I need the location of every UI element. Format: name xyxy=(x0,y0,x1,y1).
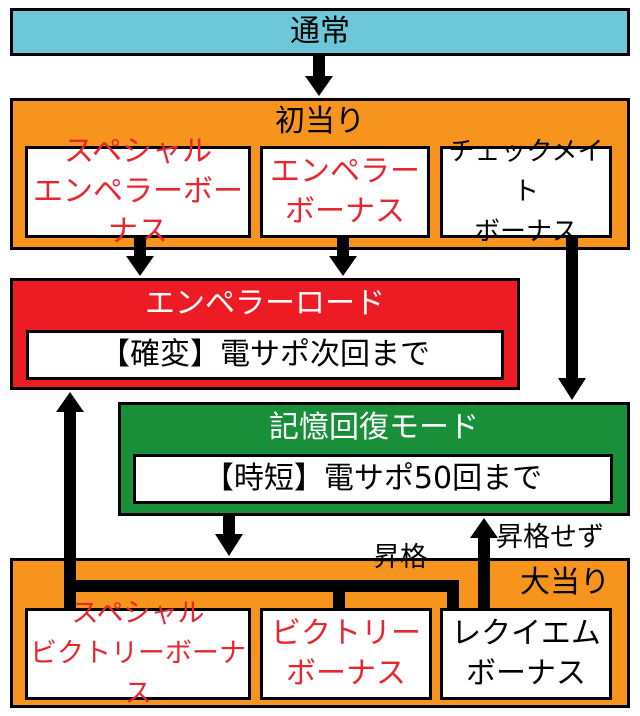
first-hit-label: 初当り xyxy=(275,104,365,139)
arrowhead-emperor-to-road xyxy=(329,256,357,276)
memory-mode-detail: 【時短】電サポ50回まで xyxy=(203,461,543,496)
big-hit-item-requiem xyxy=(440,608,612,700)
emperor-road-label: エンペラーロード xyxy=(145,286,385,321)
arrow-special-emperor-to-road xyxy=(134,238,146,258)
big-hit-item-line: ビクトリーボーナス xyxy=(30,638,246,709)
big-hit-label: 大当り xyxy=(520,565,610,600)
arrowhead-checkmate-to-memory xyxy=(558,378,586,400)
promote-line-requiem xyxy=(447,580,459,608)
big-hit-item-special-victory xyxy=(25,608,251,700)
emperor-road-detail-box xyxy=(26,330,504,380)
first-hit-item-line: ボーナス xyxy=(473,217,578,247)
first-hit-item-emperor-text: エンペラー ボーナス xyxy=(260,146,430,238)
big-hit-item-line: スペシャル xyxy=(71,598,205,629)
first-hit-item-emperor xyxy=(260,146,430,238)
arrowhead-normal-to-first-hit xyxy=(305,76,333,96)
memory-mode-detail-box xyxy=(133,454,613,504)
arrowhead-memory-to-big-hit xyxy=(215,534,243,556)
arrow-requiem-to-memory xyxy=(478,536,490,608)
arrow-checkmate-to-memory xyxy=(566,238,578,380)
normal-mode-box xyxy=(10,8,630,56)
arrow-memory-to-big-hit xyxy=(223,516,235,536)
big-hit-item-line: ボーナス xyxy=(466,656,586,691)
first-hit-item-line: エンペラー xyxy=(270,154,420,189)
promote-line-bus xyxy=(64,580,459,592)
arrowhead-special-emperor-to-road xyxy=(126,256,154,276)
first-hit-item-checkmate xyxy=(440,146,612,238)
big-hit-item-line: ボーナス xyxy=(286,656,406,691)
big-hit-item-requiem-text: レクイエム ボーナス xyxy=(440,608,612,700)
promote-line-victory xyxy=(333,580,345,608)
arrowhead-promote-to-road xyxy=(56,392,84,412)
edge-label-promote: 昇格 xyxy=(373,542,427,573)
promote-line-special-victory xyxy=(64,410,76,608)
first-hit-item-special-emperor-text: スペシャル エンペラーボーナス xyxy=(25,134,251,249)
arrow-emperor-to-road xyxy=(337,238,349,258)
arrowhead-requiem-to-memory xyxy=(470,518,498,538)
arrow-normal-to-first-hit xyxy=(313,56,325,78)
first-hit-item-line: チェックメイト xyxy=(448,137,604,207)
big-hit-item-victory-text: ビクトリー ボーナス xyxy=(260,608,432,700)
memory-mode-label: 記憶回復モード xyxy=(269,410,479,445)
first-hit-item-line: スペシャル xyxy=(64,134,212,169)
big-hit-item-victory xyxy=(260,608,432,700)
big-hit-item-line: ビクトリー xyxy=(271,616,421,651)
first-hit-item-checkmate-text: チェックメイト ボーナス xyxy=(440,137,612,247)
big-hit-item-line: レクイエム xyxy=(451,616,601,651)
first-hit-item-line: エンペラーボーナス xyxy=(33,174,243,249)
edge-label-no-promote: 昇格せず xyxy=(496,522,604,553)
first-hit-item-special-emperor xyxy=(25,146,251,238)
normal-mode-label: 通常 xyxy=(290,14,350,49)
first-hit-item-line: ボーナス xyxy=(285,194,405,229)
big-hit-item-special-victory-text: スペシャル ビクトリーボーナス xyxy=(25,598,251,709)
emperor-road-detail: 【確変】電サポ次回まで xyxy=(100,337,430,372)
